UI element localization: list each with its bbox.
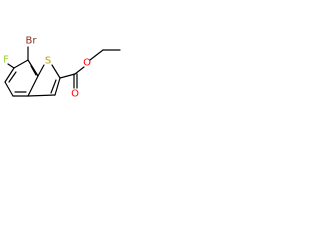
- bond-c5-c6-double: [8, 71, 17, 83]
- thiophene-ring: [27, 64, 61, 97]
- bond-oester-ch2: [89, 49, 104, 61]
- bond-c4-c5: [4, 81, 14, 97]
- benzene-ring: [4, 59, 39, 97]
- bond-c6-f: [7, 63, 15, 69]
- bond-carbonyl-oester: [74, 66, 85, 75]
- atom-oxygen-carbonyl-label: O: [71, 89, 79, 100]
- bond-s-c2: [51, 64, 61, 79]
- atom-fluorine-label: F: [3, 55, 9, 66]
- atom-bromine-label: Br: [26, 36, 38, 47]
- bond-c5-c6: [4, 67, 15, 83]
- bond-c2-c3: [54, 77, 61, 96]
- bond-c3-c3a: [27, 94, 56, 97]
- bond-c6-c7: [13, 59, 29, 69]
- bond-c2-carbonyl: [59, 73, 76, 79]
- bond-c7a-s: [37, 64, 45, 77]
- atom-oxygen-ester-label: O: [83, 58, 91, 69]
- substituents: [7, 46, 121, 89]
- atom-sulfur-label: S: [45, 56, 51, 67]
- bond-c2-c3-double: [50, 79, 57, 94]
- bond-c7-c7a-double: [30, 65, 37, 76]
- bond-c7-c7a: [27, 59, 39, 77]
- bond-c7a-c3a: [27, 75, 39, 97]
- molecule-structure-diagram: Br F S O O: [3, 36, 121, 100]
